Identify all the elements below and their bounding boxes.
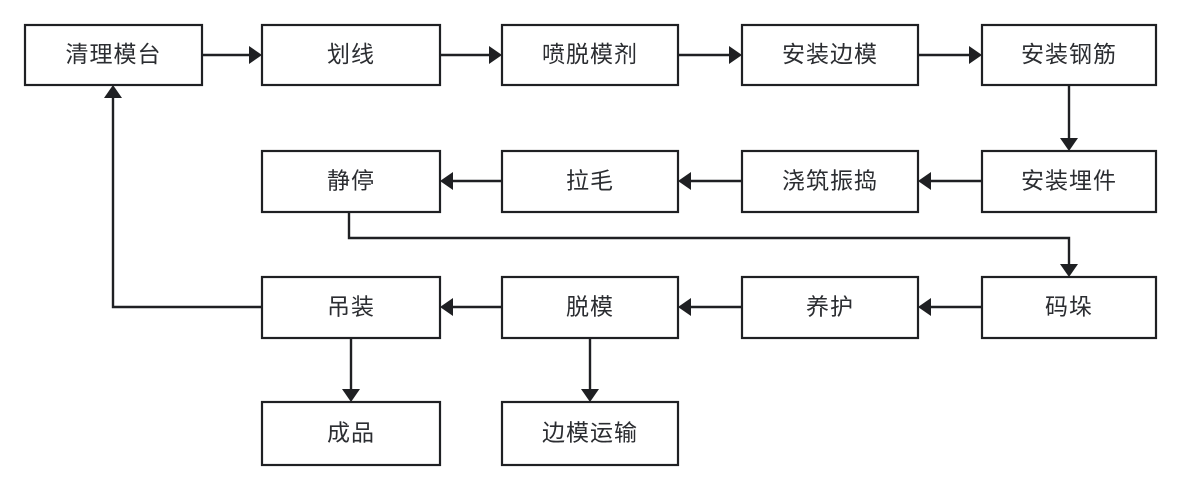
arrow-head-icon (1060, 138, 1078, 151)
flow-node-n8[interactable]: 拉毛 (500, 149, 680, 214)
arrow-head-icon (918, 172, 931, 190)
arrow-head-icon (489, 46, 502, 64)
node-label: 安装埋件 (1021, 168, 1117, 194)
node-box[interactable] (740, 275, 920, 340)
node-label: 安装钢筋 (1021, 41, 1117, 67)
edge-n7-to-n8 (678, 172, 742, 190)
arrow-head-icon (342, 389, 360, 402)
edge-n12-to-n13 (440, 298, 502, 316)
node-box[interactable] (260, 400, 442, 467)
flow-node-n10[interactable]: 码垛 (980, 275, 1158, 340)
edge-n12-to-n15 (581, 338, 599, 402)
flow-node-n14[interactable]: 成品 (260, 400, 442, 467)
arrow-head-icon (249, 46, 262, 64)
edge-n5-to-n6 (1060, 85, 1078, 151)
arrow-head-icon (581, 389, 599, 402)
node-box[interactable] (500, 149, 680, 214)
node-box[interactable] (740, 149, 920, 214)
arrow-head-icon (1060, 264, 1078, 277)
flow-node-n12[interactable]: 脱模 (500, 275, 680, 340)
arrow-head-icon (678, 172, 691, 190)
flow-node-n3[interactable]: 喷脱模剂 (500, 23, 680, 87)
edge-line (347, 212, 1071, 270)
edge-n11-to-n12 (678, 298, 742, 316)
node-label: 脱模 (566, 294, 614, 320)
node-box[interactable] (740, 23, 920, 87)
flow-node-n5[interactable]: 安装钢筋 (980, 23, 1158, 87)
edge-layer (104, 46, 1078, 402)
node-label: 喷脱模剂 (542, 41, 638, 67)
node-label: 清理模台 (66, 41, 162, 67)
node-label: 边模运输 (542, 420, 638, 446)
flow-node-n13[interactable]: 吊装 (260, 275, 442, 340)
arrow-head-icon (678, 298, 691, 316)
flow-node-n9[interactable]: 静停 (260, 149, 442, 214)
node-box[interactable] (260, 275, 442, 340)
node-box[interactable] (980, 23, 1158, 87)
arrow-head-icon (104, 85, 122, 98)
arrow-head-icon (440, 298, 453, 316)
flow-node-n4[interactable]: 安装边模 (740, 23, 920, 87)
edge-n4-to-n5 (918, 46, 982, 64)
node-box[interactable] (980, 149, 1158, 214)
arrow-head-icon (729, 46, 742, 64)
node-label: 吊装 (327, 294, 375, 320)
node-label: 划线 (327, 41, 375, 67)
flow-node-n1[interactable]: 清理模台 (23, 23, 204, 87)
node-box[interactable] (500, 400, 680, 467)
node-label: 码垛 (1045, 294, 1093, 320)
node-label: 拉毛 (566, 168, 614, 194)
node-box[interactable] (23, 23, 204, 87)
flow-node-n11[interactable]: 养护 (740, 275, 920, 340)
flow-node-n15[interactable]: 边模运输 (500, 400, 680, 467)
edge-n13-to-n1 (104, 85, 262, 309)
arrow-head-icon (440, 172, 453, 190)
arrow-head-icon (969, 46, 982, 64)
node-label: 养护 (806, 294, 854, 320)
node-label: 静停 (327, 168, 375, 194)
edge-n8-to-n9 (440, 172, 502, 190)
node-label: 浇筑振捣 (782, 168, 878, 194)
node-box[interactable] (260, 149, 442, 214)
edge-n9-to-n10 (347, 212, 1078, 277)
flow-node-n7[interactable]: 浇筑振捣 (740, 149, 920, 214)
node-box[interactable] (500, 275, 680, 340)
edge-n6-to-n7 (918, 172, 982, 190)
edge-n13-to-n14 (342, 338, 360, 402)
flow-node-n6[interactable]: 安装埋件 (980, 149, 1158, 214)
node-box[interactable] (500, 23, 680, 87)
node-label: 成品 (327, 420, 375, 446)
edge-line (111, 92, 262, 309)
edge-n10-to-n11 (918, 298, 982, 316)
flow-node-n2[interactable]: 划线 (260, 23, 442, 87)
edge-n1-to-n2 (202, 46, 262, 64)
arrow-head-icon (918, 298, 931, 316)
edge-n3-to-n4 (678, 46, 742, 64)
node-label: 安装边模 (782, 41, 878, 67)
node-box[interactable] (260, 23, 442, 87)
node-box[interactable] (980, 275, 1158, 340)
edge-n2-to-n3 (440, 46, 502, 64)
